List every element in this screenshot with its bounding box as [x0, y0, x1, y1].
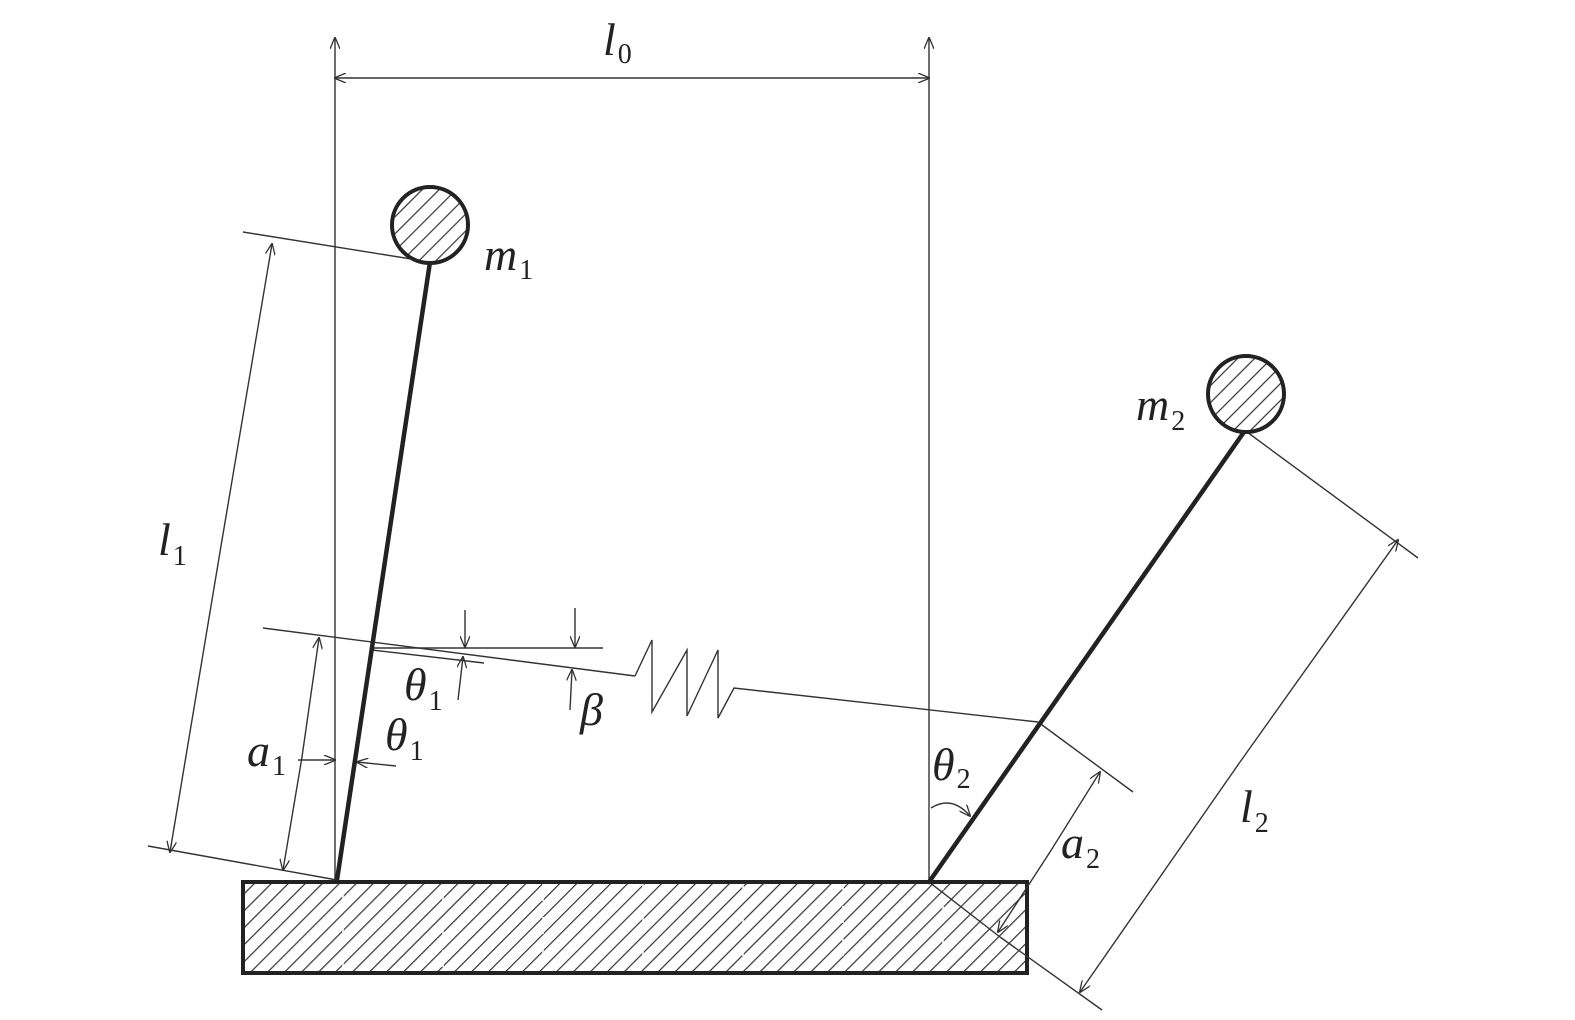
pendulum-rod-1 [334, 259, 433, 883]
label-l1: l1 [158, 514, 187, 572]
label-beta: β [579, 684, 603, 735]
base-platform [241, 880, 1029, 975]
label-a2: a2 [1061, 817, 1100, 875]
spring-line [262, 627, 1134, 793]
l2-dimension [999, 431, 1419, 1011]
label-l0: l0 [603, 14, 632, 70]
label-a1: a1 [247, 725, 286, 782]
mass-2 [1206, 354, 1286, 434]
angle-arrows [458, 608, 575, 711]
label-m2: m2 [1136, 379, 1185, 437]
l0-dimension [335, 38, 929, 880]
theta2-arc [930, 802, 970, 816]
label-theta1-upper: θ1 [404, 659, 443, 717]
a2-dimension [928, 772, 1100, 938]
mass-1 [390, 185, 470, 265]
pendulum-rod-2 [926, 429, 1247, 885]
label-theta1-lower: θ1 [385, 709, 424, 767]
l1-dimension [147, 231, 431, 881]
label-theta2: θ2 [932, 739, 971, 795]
label-m1: m1 [484, 229, 533, 286]
label-l2: l2 [1240, 781, 1269, 839]
a1-dimension [283, 638, 397, 870]
